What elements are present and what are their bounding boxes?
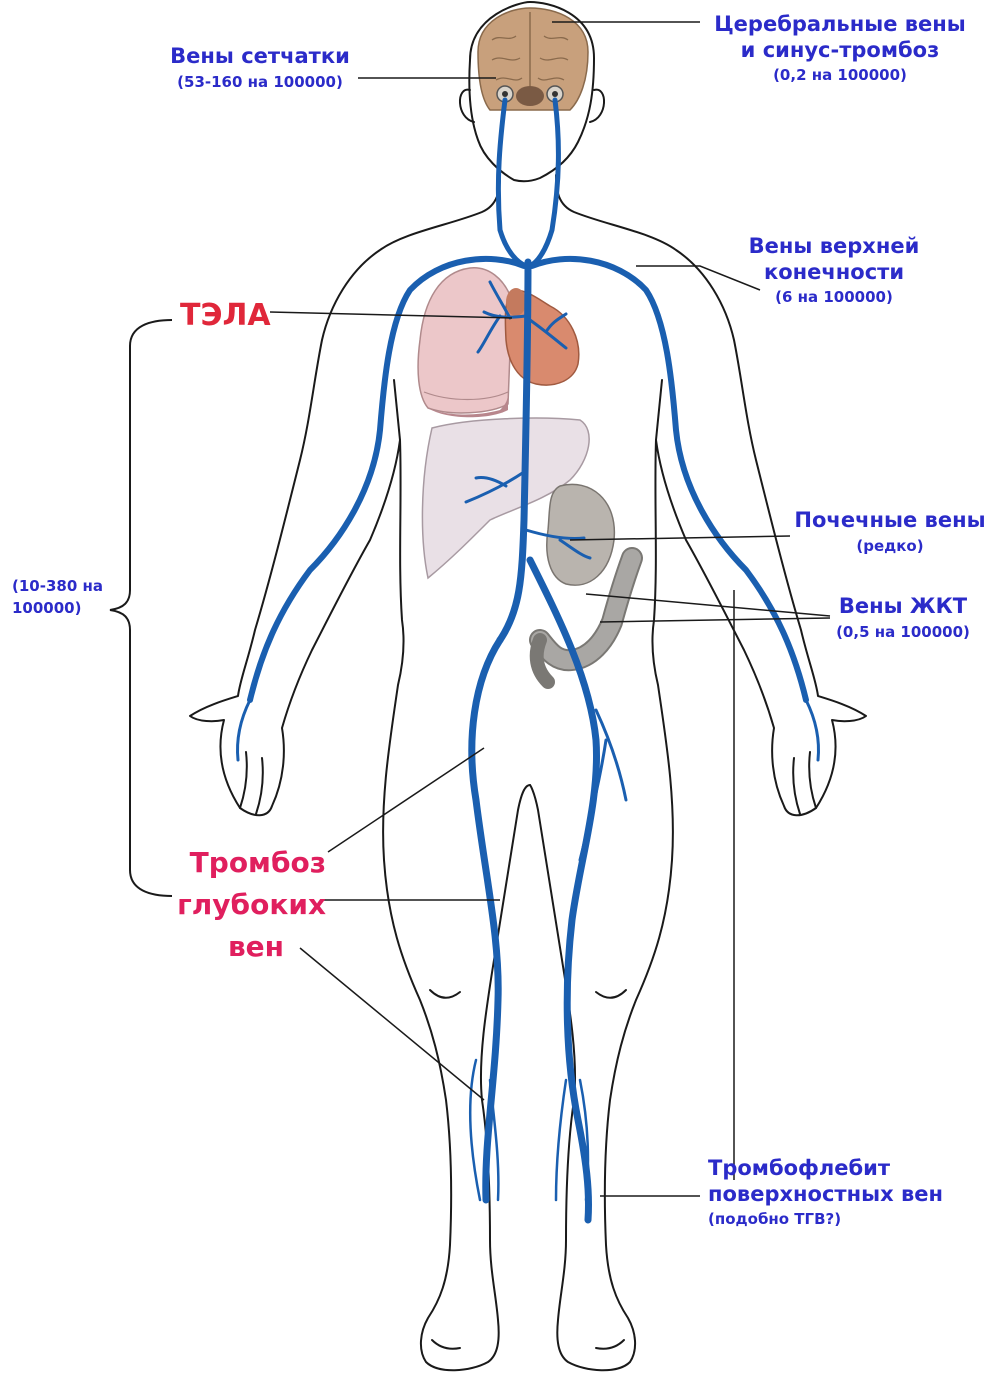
label-range-line2: 100000) — [12, 598, 103, 620]
label-dvt-line2: глубоких — [150, 884, 326, 926]
label-renal-veins: Почечные вены (редко) — [790, 508, 990, 555]
label-gi-veins: Вены ЖКТ (0,5 на 100000) — [818, 594, 988, 641]
label-upper-limb-incidence: (6 на 100000) — [734, 288, 934, 306]
leader-gi-2 — [600, 618, 830, 622]
label-renal-title: Почечные вены — [790, 508, 990, 534]
label-renal-incidence: (редко) — [790, 537, 990, 555]
veins — [238, 100, 819, 1220]
label-pe: ТЭЛА — [180, 298, 271, 335]
lung-icon — [418, 268, 512, 417]
label-cerebral-line1: Церебральные вены — [700, 12, 980, 38]
label-cerebral-line2: и синус-тромбоз — [700, 38, 980, 64]
label-superficial-thrombophlebitis: Тромбофлебит поверхностных вен (подобно … — [708, 1156, 943, 1229]
heart-icon — [505, 288, 578, 385]
leader-dvt-3 — [300, 948, 484, 1100]
label-upper-limb-line2: конечности — [734, 260, 934, 286]
label-upper-limb-line1: Вены верхней — [734, 234, 934, 260]
label-dvt-line1: Тромбоз — [150, 842, 326, 884]
label-gi-incidence: (0,5 на 100000) — [818, 623, 988, 641]
leader-dvt-1 — [328, 748, 484, 852]
label-superficial-line2: поверхностных вен — [708, 1182, 943, 1208]
label-retina-veins: Вены сетчатки (53-160 на 100000) — [160, 44, 360, 91]
label-dvt: Тромбоз глубоких вен — [150, 842, 326, 968]
label-retina-incidence: (53-160 на 100000) — [160, 73, 360, 91]
label-gi-title: Вены ЖКТ — [818, 594, 988, 620]
brain-icon — [478, 8, 588, 110]
label-cerebral-veins: Церебральные вены и синус-тромбоз (0,2 н… — [700, 12, 980, 85]
label-retina-title: Вены сетчатки — [160, 44, 360, 70]
label-superficial-line1: Тромбофлебит — [708, 1156, 943, 1182]
label-cerebral-incidence: (0,2 на 100000) — [700, 66, 980, 84]
label-upper-limb-veins: Вены верхней конечности (6 на 100000) — [734, 234, 934, 307]
kidney-icon — [547, 484, 615, 585]
label-range: (10-380 на 100000) — [12, 576, 103, 620]
label-dvt-line3: вен — [150, 926, 326, 968]
label-range-line1: (10-380 на — [12, 576, 103, 598]
label-superficial-note: (подобно ТГВ?) — [708, 1210, 943, 1228]
bracket-brace — [110, 320, 172, 896]
